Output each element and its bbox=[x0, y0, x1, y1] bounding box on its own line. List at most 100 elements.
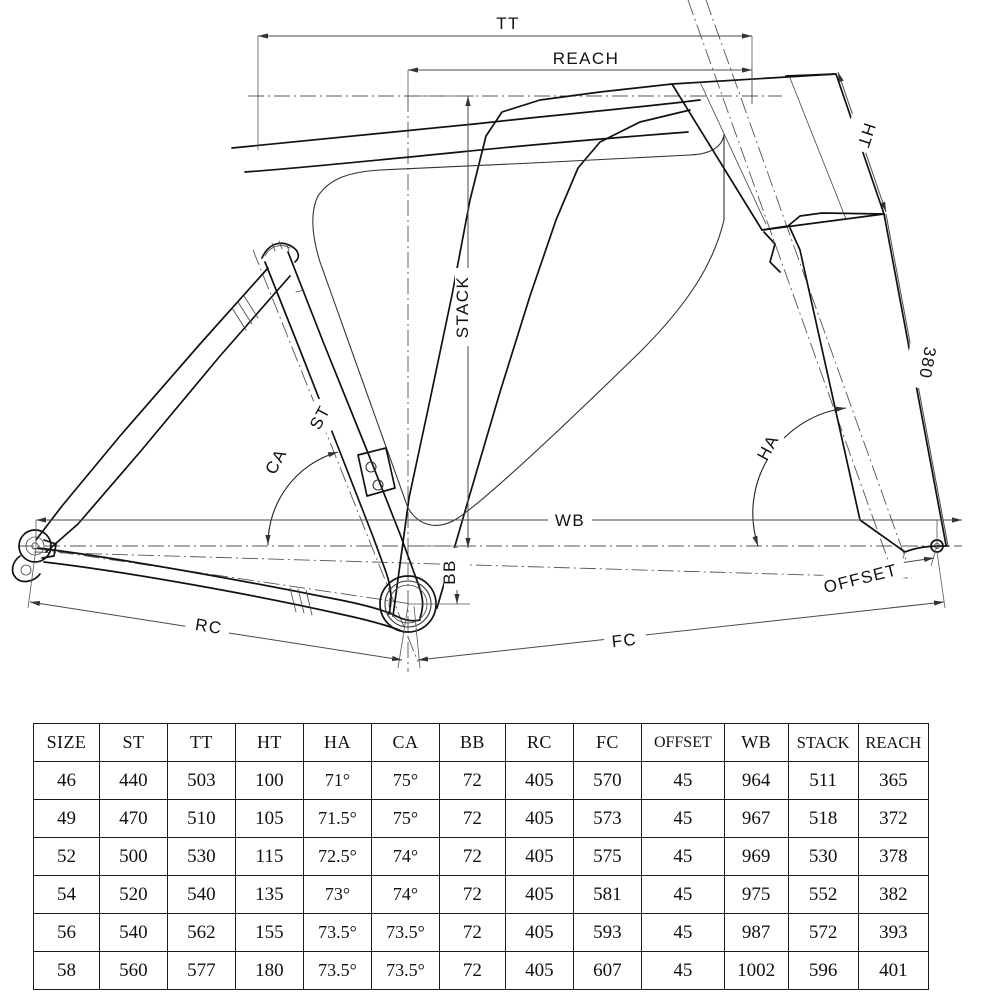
cell-stack: 530 bbox=[787, 837, 859, 876]
cell-ca: 74° bbox=[370, 837, 440, 876]
cell-fc: 575 bbox=[572, 837, 642, 876]
table-row: 56 540 562 155 73.5° 73.5° 72 405 593 45… bbox=[33, 913, 930, 952]
cell-st: 500 bbox=[98, 837, 168, 876]
head-tube bbox=[671, 73, 885, 231]
cell-fc: 573 bbox=[572, 799, 642, 838]
cell-size: 46 bbox=[33, 761, 100, 800]
cell-st: 560 bbox=[98, 951, 168, 990]
dimension-label-offset: OFFSET bbox=[822, 560, 900, 597]
dimension-label-fc: FC bbox=[611, 630, 638, 652]
table-row: 49 470 510 105 71.5° 75° 72 405 573 45 9… bbox=[33, 799, 930, 838]
cell-fc: 581 bbox=[572, 875, 642, 914]
dimension-ha: HA bbox=[749, 406, 847, 547]
cell-stack: 511 bbox=[787, 761, 859, 800]
column-header-bb: BB bbox=[438, 723, 506, 762]
cell-stack: 572 bbox=[787, 913, 859, 952]
geometry-table: SIZE ST TT HT HA CA BB RC FC OFFSET WB S… bbox=[33, 723, 930, 990]
cell-fc: 570 bbox=[572, 761, 642, 800]
cell-ca: 75° bbox=[370, 799, 440, 838]
cell-wb: 975 bbox=[723, 875, 789, 914]
dimension-bb: BB bbox=[408, 545, 470, 605]
frame-geometry-diagram: TT REACH STACK HT bbox=[11, 0, 962, 672]
cell-size: 58 bbox=[33, 951, 100, 990]
cell-wb: 987 bbox=[723, 913, 789, 952]
cell-bb: 72 bbox=[438, 837, 506, 876]
seat-stays bbox=[35, 267, 291, 553]
dimension-offset: OFFSET bbox=[816, 545, 938, 599]
cell-ha: 71.5° bbox=[302, 799, 372, 838]
cell-wb: 1002 bbox=[723, 951, 789, 990]
cell-size: 49 bbox=[33, 799, 100, 838]
center-lines bbox=[18, 0, 962, 672]
table-row: 46 440 503 100 71° 75° 72 405 570 45 964… bbox=[33, 761, 930, 800]
dimension-reach: REACH bbox=[407, 44, 753, 108]
cell-fc: 607 bbox=[572, 951, 642, 990]
dimension-st: ST bbox=[306, 394, 344, 436]
cell-stack: 596 bbox=[787, 951, 859, 990]
table-row: 58 560 577 180 73.5° 73.5° 72 405 607 45… bbox=[33, 951, 930, 990]
top-tube bbox=[231, 99, 701, 173]
cell-ha: 73.5° bbox=[302, 913, 372, 952]
cell-reach: 378 bbox=[857, 837, 930, 876]
cell-wb: 964 bbox=[723, 761, 789, 800]
dimension-label-stack: STACK bbox=[453, 276, 472, 338]
cell-bb: 72 bbox=[438, 913, 506, 952]
column-header-offset: OFFSET bbox=[640, 723, 725, 762]
cell-ca: 73.5° bbox=[370, 913, 440, 952]
cell-ca: 73.5° bbox=[370, 951, 440, 990]
cell-stack: 518 bbox=[787, 799, 859, 838]
cell-ht: 100 bbox=[234, 761, 304, 800]
column-header-tt: TT bbox=[166, 723, 236, 762]
cell-bb: 72 bbox=[438, 951, 506, 990]
column-header-ht: HT bbox=[234, 723, 304, 762]
cell-reach: 372 bbox=[857, 799, 930, 838]
seatpost-clamp-detail bbox=[295, 289, 305, 293]
cell-rc: 405 bbox=[504, 799, 574, 838]
cell-reach: 365 bbox=[857, 761, 930, 800]
cell-fc: 593 bbox=[572, 913, 642, 952]
dimension-ca: CA bbox=[257, 434, 339, 546]
cell-tt: 562 bbox=[166, 913, 236, 952]
cell-ha: 71° bbox=[302, 761, 372, 800]
column-header-size: SIZE bbox=[33, 723, 100, 762]
cell-offset: 45 bbox=[640, 799, 725, 838]
cell-ht: 180 bbox=[234, 951, 304, 990]
cell-reach: 401 bbox=[857, 951, 930, 990]
dimension-stack: STACK bbox=[408, 95, 481, 548]
dimension-wb: WB bbox=[35, 508, 962, 548]
dimension-rc: RC bbox=[27, 547, 409, 669]
column-header-ca: CA bbox=[370, 723, 440, 762]
dimension-label-tt: TT bbox=[496, 14, 520, 33]
column-header-fc: FC bbox=[572, 723, 642, 762]
column-header-wb: WB bbox=[723, 723, 789, 762]
frame-drawing-svg: TT REACH STACK HT bbox=[11, 0, 962, 672]
cell-ht: 105 bbox=[234, 799, 304, 838]
cell-st: 440 bbox=[98, 761, 168, 800]
cell-rc: 405 bbox=[504, 951, 574, 990]
cell-st: 520 bbox=[98, 875, 168, 914]
dimension-label-bb: BB bbox=[440, 559, 459, 584]
cell-ht: 135 bbox=[234, 875, 304, 914]
table-header-row: SIZE ST TT HT HA CA BB RC FC OFFSET WB S… bbox=[33, 723, 930, 762]
cell-size: 54 bbox=[33, 875, 100, 914]
dimension-ht: HT bbox=[837, 71, 887, 213]
dimension-label-reach: REACH bbox=[553, 49, 620, 68]
table-row: 52 500 530 115 72.5° 74° 72 405 575 45 9… bbox=[33, 837, 930, 876]
dimension-fc: FC bbox=[413, 551, 946, 669]
cell-ha: 73° bbox=[302, 875, 372, 914]
column-header-reach: REACH bbox=[857, 723, 930, 762]
cell-ca: 74° bbox=[370, 875, 440, 914]
cell-offset: 45 bbox=[640, 913, 725, 952]
rear-dropout bbox=[11, 529, 57, 583]
cell-offset: 45 bbox=[640, 875, 725, 914]
cell-reach: 393 bbox=[857, 913, 930, 952]
cell-wb: 969 bbox=[723, 837, 789, 876]
cell-rc: 405 bbox=[504, 913, 574, 952]
cell-size: 52 bbox=[33, 837, 100, 876]
cell-tt: 510 bbox=[166, 799, 236, 838]
cell-stack: 552 bbox=[787, 875, 859, 914]
cell-rc: 405 bbox=[504, 875, 574, 914]
cell-offset: 45 bbox=[640, 761, 725, 800]
down-tube bbox=[392, 83, 691, 617]
